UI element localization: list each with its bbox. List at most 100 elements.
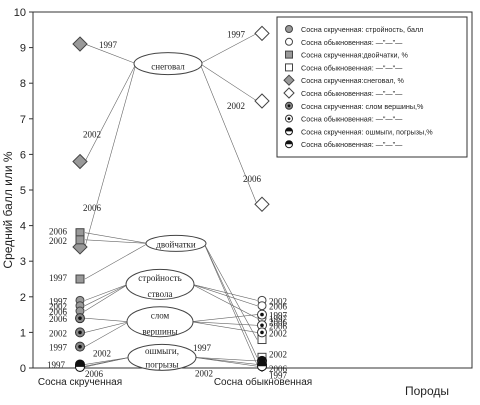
y-tick-label: 8 <box>20 78 26 90</box>
connector-line <box>199 63 258 205</box>
connector-line <box>190 321 258 326</box>
connector-line <box>84 43 137 64</box>
legend-label: Сосна обыкновенная: —"—"— <box>301 63 403 72</box>
data-point <box>72 153 88 170</box>
legend-label: Сосна скрученная:снеговал, % <box>301 76 405 85</box>
y-tick-label: 10 <box>14 7 26 19</box>
year-label: 2002 <box>49 328 67 338</box>
year-label: 2006 <box>269 364 288 374</box>
marker-shape <box>283 74 295 86</box>
connector-line <box>84 284 129 306</box>
legend-marker <box>285 127 293 136</box>
marker-half <box>257 361 267 367</box>
connector-line <box>193 357 258 367</box>
marker-half <box>257 356 267 361</box>
year-label: 1997 <box>47 360 66 370</box>
marker-dot <box>260 323 264 328</box>
legend-marker <box>285 63 293 72</box>
y-tick-label: 0 <box>20 363 26 375</box>
year-label: 1997 <box>269 314 288 324</box>
group-label: ствола <box>148 289 173 299</box>
marker-half <box>285 127 293 132</box>
year-label: 2002 <box>83 130 101 140</box>
year-label: 1997 <box>49 343 68 353</box>
year-label: 2002 <box>227 101 245 111</box>
connector-line <box>190 321 258 333</box>
legend-marker <box>285 37 293 46</box>
group-label: погрызы <box>145 360 178 370</box>
connector-line <box>84 284 129 312</box>
marker-dot <box>260 330 264 335</box>
legend-label: Сосна обыкновенная: —"—"— <box>301 140 403 149</box>
data-point <box>75 341 85 352</box>
group-label: двойчатки <box>156 239 196 249</box>
x-axis-title: Породы <box>405 384 449 398</box>
marker-shape <box>285 37 293 46</box>
group-label: снеговал <box>151 61 185 71</box>
x-category-label: Сосна обыкновенная <box>214 376 312 388</box>
connector-line <box>199 63 258 102</box>
connector-line <box>84 243 149 280</box>
marker-shape <box>75 274 85 284</box>
connector-line <box>84 239 149 244</box>
y-tick-label: 2 <box>20 292 26 304</box>
marker-shape <box>285 25 293 33</box>
y-tick-label: 6 <box>20 149 26 161</box>
year-label: 2006 <box>83 203 102 213</box>
legend-label: Сосна скрученная: слом вершины,% <box>301 102 424 111</box>
year-label: 2006 <box>49 307 68 317</box>
connector-line <box>191 284 258 319</box>
data-point <box>254 25 270 42</box>
legend-marker <box>285 101 293 110</box>
legend-label: Сосна скрученная: ошмыги, погрызы,% <box>301 127 433 136</box>
data-point <box>75 235 85 245</box>
x-category-label: Сосна скрученная <box>38 377 122 388</box>
year-label: 1997 <box>49 273 68 283</box>
data-point <box>254 93 270 109</box>
data-point <box>257 361 267 372</box>
year-label: 2006 <box>269 321 288 331</box>
legend-marker <box>285 114 293 123</box>
y-tick-label: 4 <box>20 221 26 233</box>
year-label: 1997 <box>49 296 68 306</box>
y-tick-label: 3 <box>20 256 26 268</box>
connector-line <box>193 357 258 362</box>
connector-line <box>84 284 129 301</box>
y-tick-label: 7 <box>20 114 26 126</box>
group-label-ellipse <box>145 234 207 252</box>
legend-label: Сосна обыкновенная: —"—"— <box>301 89 403 98</box>
connector-line <box>203 243 258 340</box>
year-label: 2002 <box>93 348 111 358</box>
year-label: 2002 <box>195 368 213 378</box>
connector-line <box>84 317 130 323</box>
group-label-ellipse <box>125 268 195 300</box>
connector-line <box>84 63 137 162</box>
connector-line <box>203 243 258 365</box>
connector-line <box>190 314 258 323</box>
marker-shape <box>283 87 295 99</box>
marker-half <box>75 362 85 367</box>
legend-marker <box>285 50 293 59</box>
marker-shape <box>285 63 293 72</box>
year-label: 1997 <box>99 40 118 50</box>
marker-shape <box>254 196 270 212</box>
group-label: стройность <box>138 273 181 283</box>
connector-line <box>84 63 137 248</box>
legend-label: Сосна скрученная:двойчатки, % <box>301 51 409 60</box>
data-point <box>75 327 85 338</box>
marker-dot <box>78 316 82 320</box>
connector-line <box>199 33 258 64</box>
group-label-ellipse <box>126 306 194 338</box>
marker-dot <box>287 117 291 120</box>
connector-line <box>84 321 130 333</box>
group-label-ellipse <box>127 343 197 371</box>
y-tick-label: 5 <box>20 185 26 197</box>
year-label: 2002 <box>269 349 287 359</box>
data-point <box>257 309 267 320</box>
y-tick-label: 1 <box>20 327 26 339</box>
data-point <box>257 301 267 311</box>
marker-shape <box>75 235 85 245</box>
year-label: 2006 <box>269 302 288 312</box>
